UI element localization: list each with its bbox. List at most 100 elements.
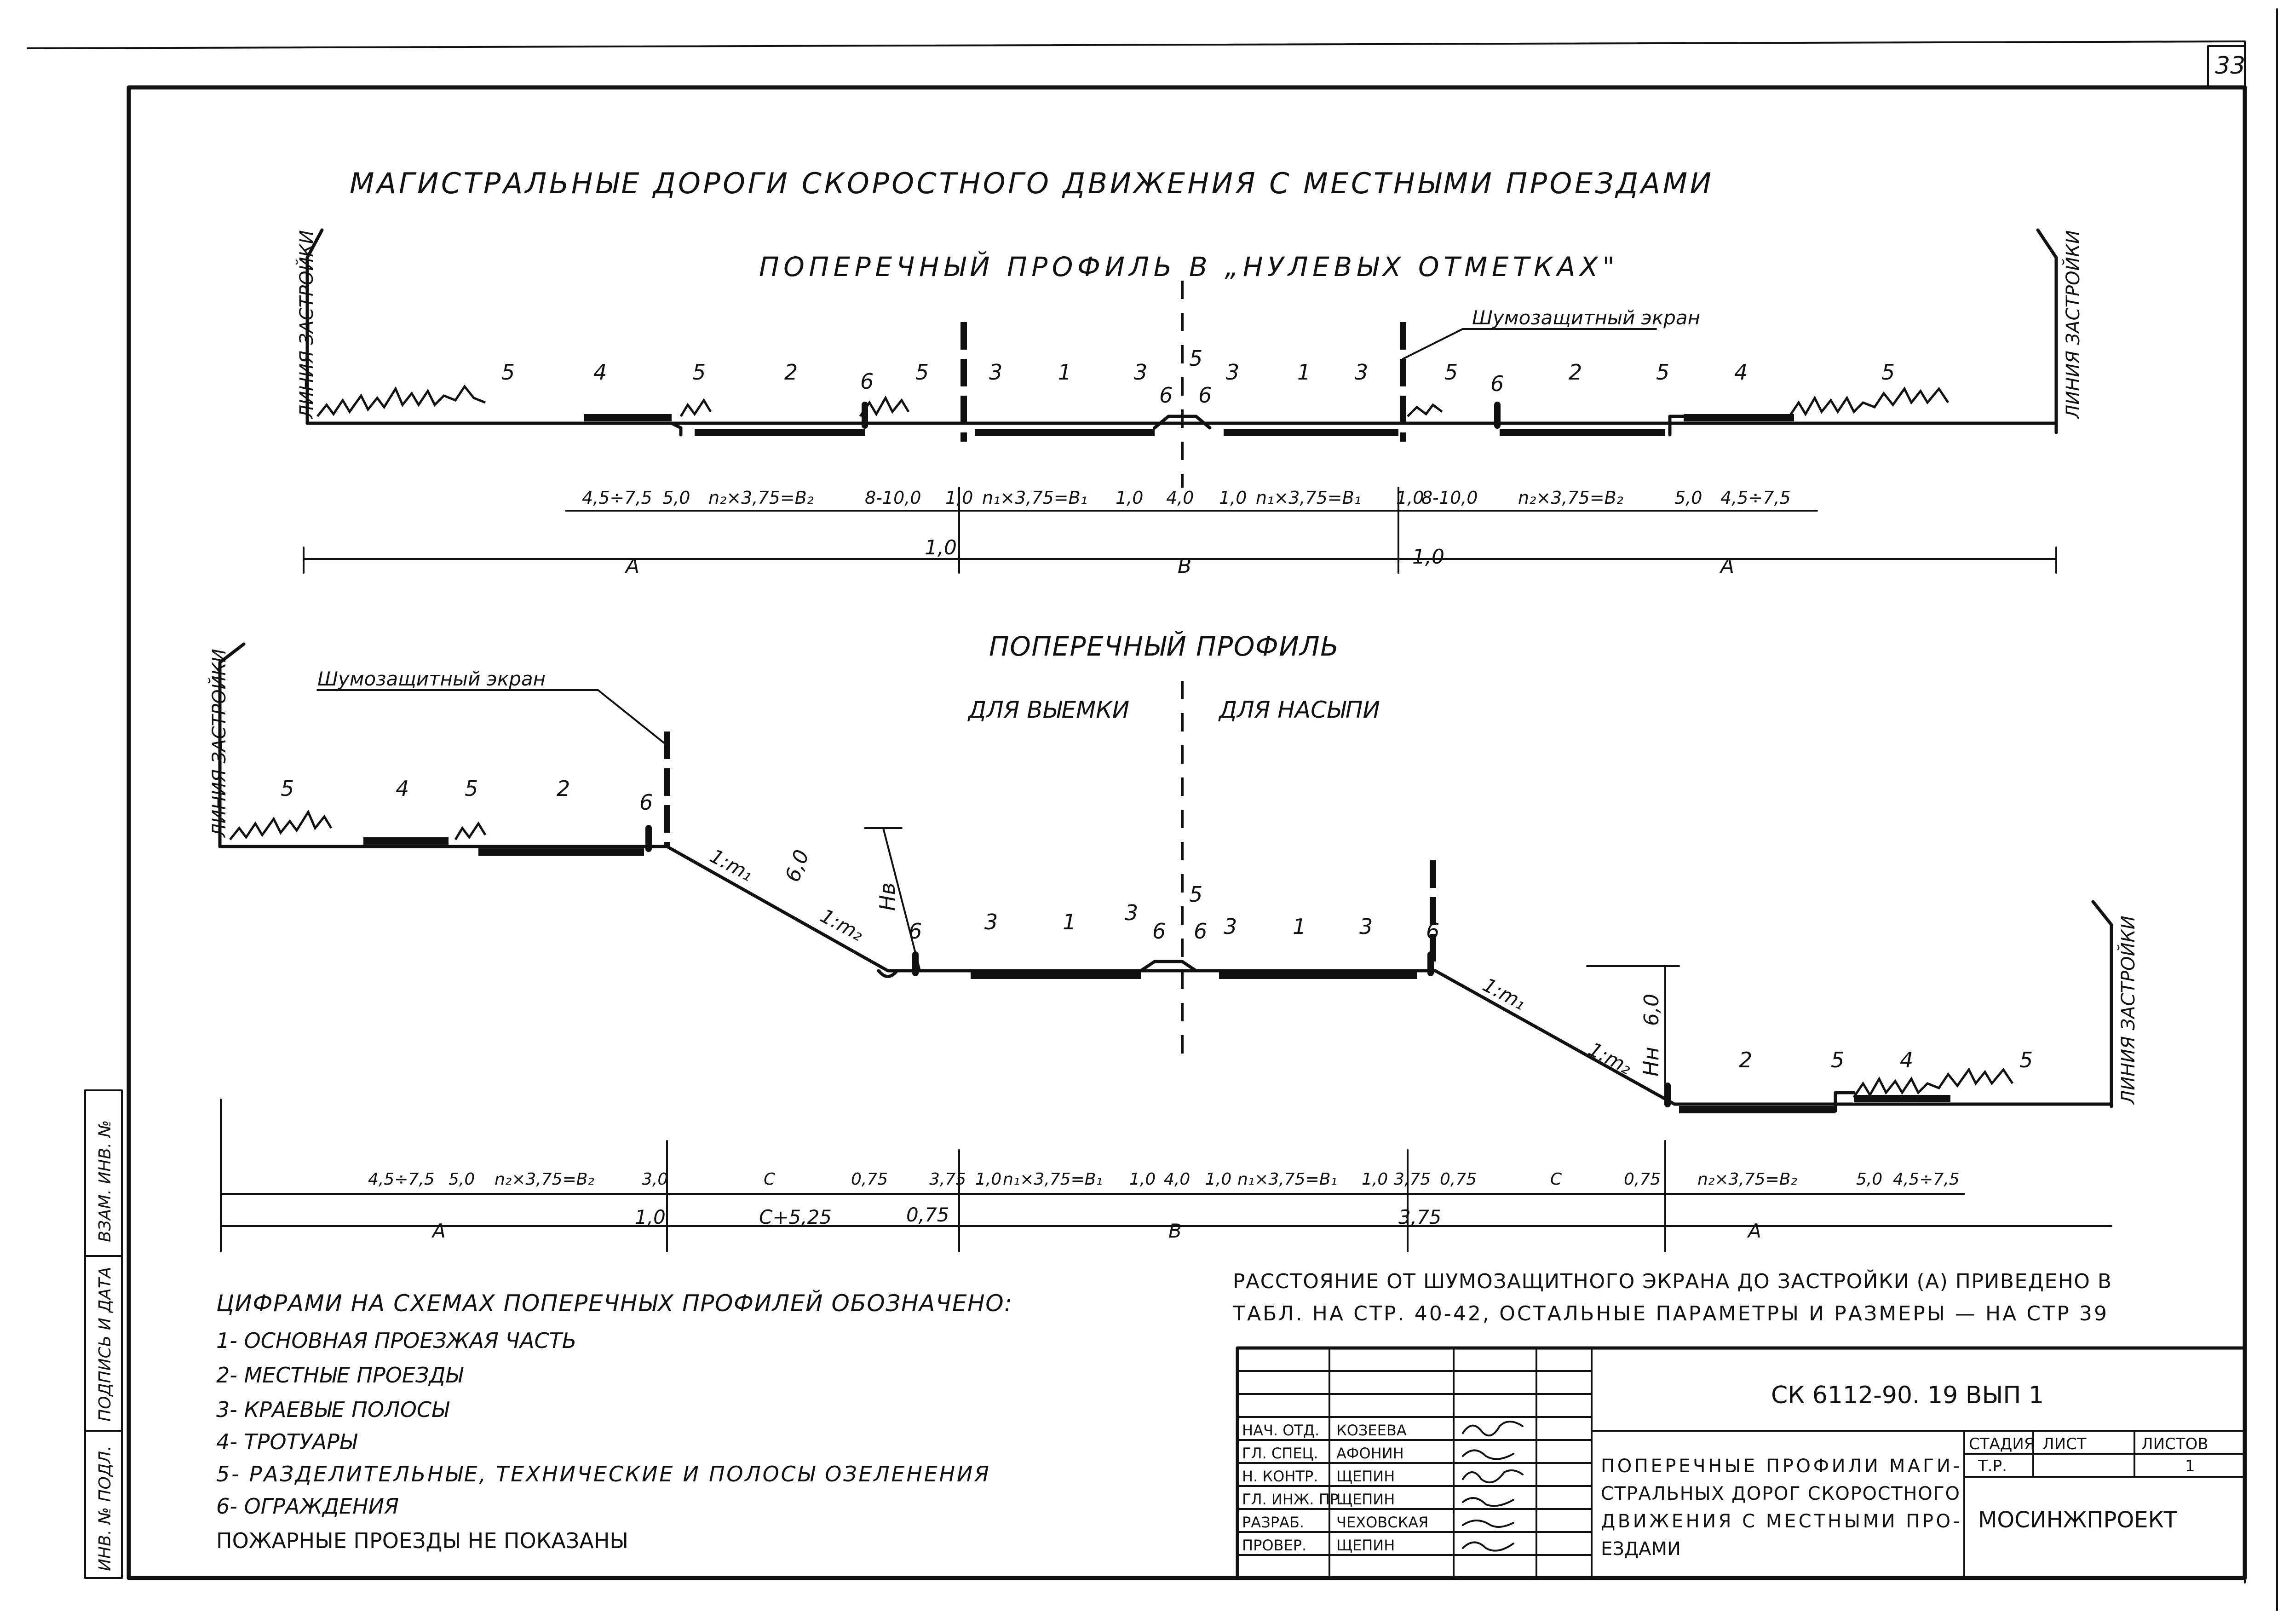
s2-slope-2: 1:m₂ [817,904,867,946]
svg-text:3,75: 3,75 [1394,1170,1431,1189]
title-block: НАЧ. ОТД. ГЛ. СПЕЦ. Н. КОНТР. ГЛ. ИНЖ. П… [1236,1346,2247,1580]
s2-slope-4: 1:m₂ [1585,1038,1635,1079]
svg-text:1,0: 1,0 [1219,488,1247,508]
svg-text:1,0: 1,0 [1129,1170,1156,1189]
legend-item-1: 1- ОСНОВНАЯ ПРОЕЗЖАЯ ЧАСТЬ [216,1328,576,1353]
title-block-description: ПОПЕРЕЧНЫЕ ПРОФИЛИ МАГИ- СТРАЛЬНЫХ ДОРОГ… [1601,1456,1960,1560]
svg-text:6: 6 [860,369,874,394]
svg-text:5: 5 [915,360,929,385]
legend-item-5: 5- РАЗДЕЛИТЕЛЬНЫЕ, ТЕХНИЧЕСКИЕ И ПОЛОСЫ … [216,1462,989,1486]
title-block-names: КОЗЕЕВА АФОНИН ЩЕПИН ЩЕПИН ЧЕХОВСКАЯ ЩЕП… [1336,1422,1428,1554]
svg-text:5: 5 [1831,1048,1844,1072]
svg-text:5: 5 [1444,360,1458,385]
svg-text:4: 4 [1900,1048,1913,1072]
svg-text:0,75: 0,75 [851,1170,888,1189]
svg-text:4,5÷7,5: 4,5÷7,5 [582,488,652,508]
title-block-sheet-header: ЛИСТ [2042,1435,2087,1453]
svg-text:6: 6 [1426,919,1439,944]
svg-text:C+5,25: C+5,25 [759,1206,832,1228]
section2-right-title: ДЛЯ НАСЫПИ [1218,697,1380,723]
svg-text:4,0: 4,0 [1164,1170,1190,1189]
svg-text:n₁×3,75=B₁: n₁×3,75=B₁ [1256,488,1361,508]
s2-screen-label: Шумозащитный экран [317,668,546,690]
svg-text:ПРОВЕР.: ПРОВЕР. [1242,1537,1306,1554]
svg-text:5,0: 5,0 [449,1170,475,1189]
svg-text:3: 3 [1224,914,1237,939]
svg-text:1,0: 1,0 [925,536,957,559]
svg-text:4,5÷7,5: 4,5÷7,5 [1893,1170,1960,1189]
svg-text:5: 5 [1656,360,1669,385]
title-block-code: СК 6112-90. 19 ВЫП 1 [1771,1382,2044,1409]
svg-text:3: 3 [1359,914,1373,939]
svg-text:5,0: 5,0 [1674,488,1702,508]
svg-text:A: A [1719,554,1734,578]
svg-text:1,0: 1,0 [1396,488,1424,508]
svg-text:РАЗРАБ.: РАЗРАБ. [1242,1514,1304,1531]
svg-text:4: 4 [1734,360,1748,385]
svg-text:1,0: 1,0 [635,1206,666,1228]
svg-text:1,0: 1,0 [1116,488,1143,508]
svg-text:ЩЕПИН: ЩЕПИН [1336,1468,1395,1485]
margin-label-signature: ПОДПИСЬ И ДАТА [96,1267,115,1422]
svg-text:8-10,0: 8-10,0 [865,488,921,508]
svg-text:5,0: 5,0 [1856,1170,1882,1189]
svg-text:2: 2 [557,776,570,801]
section1-profile: ЛИНИЯ ЗАСТРОЙКИ ЛИНИЯ ЗАСТРОЙКИ Шумозащи… [295,228,2084,578]
page-number: 33 [2215,52,2245,80]
svg-text:4: 4 [593,360,607,385]
s1-dims-row1: 4,5÷7,5 5,0 n₂×3,75=B₂ 8-10,0 1,0 n₁×3,7… [582,488,1791,508]
s1-left-boundary: ЛИНИЯ ЗАСТРОЙКИ [295,230,317,420]
svg-text:ЕЗДАМИ: ЕЗДАМИ [1601,1538,1681,1560]
right-note-line-2: ТАБЛ. НА СТР. 40-42, ОСТАЛЬНЫЕ ПАРАМЕТРЫ… [1232,1302,2107,1325]
svg-text:3: 3 [989,360,1002,385]
title-block-sheets-header: ЛИСТОВ [2141,1435,2208,1453]
legend-note: ПОЖАРНЫЕ ПРОЕЗДЫ НЕ ПОКАЗАНЫ [216,1528,628,1553]
s2-element-numbers: 5 4 5 2 6 6 3 1 3 6 5 6 3 1 3 6 2 5 4 5 [281,776,2033,1072]
svg-text:ГЛ. СПЕЦ.: ГЛ. СПЕЦ. [1242,1445,1318,1462]
svg-text:СТРАЛЬНЫХ ДОРОГ СКОРОСТНОГО: СТРАЛЬНЫХ ДОРОГ СКОРОСТНОГО [1601,1483,1960,1504]
s2-slope-1: 1:m₁ [706,845,757,886]
svg-text:1,0: 1,0 [975,1170,1001,1189]
svg-text:АФОНИН: АФОНИН [1336,1445,1404,1462]
svg-text:n₁×3,75=B₁: n₁×3,75=B₁ [982,488,1087,508]
svg-text:6: 6 [1198,383,1212,408]
section2-title: ПОПЕРЕЧНЫЙ ПРОФИЛЬ [989,630,1339,662]
svg-text:ДВИЖЕНИЯ С МЕСТНЫМИ ПРО-: ДВИЖЕНИЯ С МЕСТНЫМИ ПРО- [1601,1511,1960,1532]
svg-text:3,0: 3,0 [642,1170,668,1189]
svg-text:6: 6 [1490,371,1504,396]
margin-label-inv-podl: ИНВ. № ПОДЛ. [96,1445,115,1571]
section2-profile: ЛИНИЯ ЗАСТРОЙКИ ЛИНИЯ ЗАСТРОЙКИ Шумозащи… [208,642,2139,1252]
svg-text:n₁×3,75=B₁: n₁×3,75=B₁ [1003,1170,1103,1189]
svg-text:1: 1 [1063,910,1076,934]
s2-right-boundary: ЛИНИЯ ЗАСТРОЙКИ [2117,916,2139,1105]
svg-text:A: A [431,1220,446,1242]
svg-text:A: A [1747,1220,1761,1242]
svg-text:2: 2 [1569,360,1582,385]
svg-text:3: 3 [1226,360,1239,385]
section1-title: ПОПЕРЕЧНЫЙ ПРОФИЛЬ В „НУЛЕВЫХ ОТМЕТКАХ" [759,251,1615,282]
svg-text:ПОПЕРЕЧНЫЕ ПРОФИЛИ МАГИ-: ПОПЕРЕЧНЫЕ ПРОФИЛИ МАГИ- [1601,1456,1960,1477]
left-margin-stamp: ИНВ. № ПОДЛ. ПОДПИСЬ И ДАТА ВЗАМ. ИНВ. № [84,1089,123,1579]
svg-text:n₂×3,75=B₂: n₂×3,75=B₂ [495,1170,594,1189]
svg-text:8-10,0: 8-10,0 [1421,488,1478,508]
svg-text:2: 2 [1739,1048,1752,1072]
margin-label-vzam: ВЗАМ. ИНВ. № [96,1120,115,1242]
main-title: МАГИСТРАЛЬНЫЕ ДОРОГИ СКОРОСТНОГО ДВИЖЕНИ… [350,167,1711,200]
svg-text:A: A [624,554,639,578]
svg-text:0,75: 0,75 [1624,1170,1661,1189]
svg-text:КОЗЕЕВА: КОЗЕЕВА [1336,1422,1407,1439]
svg-text:n₂×3,75=B₂: n₂×3,75=B₂ [708,488,814,508]
svg-text:3: 3 [1134,360,1147,385]
svg-text:5: 5 [281,776,294,801]
svg-text:6: 6 [1194,919,1207,944]
svg-text:4: 4 [396,776,409,801]
svg-text:4,5÷7,5: 4,5÷7,5 [1720,488,1791,508]
svg-text:3: 3 [984,910,998,934]
s2-dims-row2: A 1,0 C+5,25 0,75 B 3,75 A [431,1204,1761,1242]
svg-text:5: 5 [1189,882,1202,907]
legend: ЦИФРАМИ НА СХЕМАХ ПОПЕРЕЧНЫХ ПРОФИЛЕЙ ОБ… [216,1290,1012,1553]
svg-text:3: 3 [1355,360,1368,385]
title-block-roles: НАЧ. ОТД. ГЛ. СПЕЦ. Н. КОНТР. ГЛ. ИНЖ. П… [1242,1422,1343,1554]
svg-text:C: C [764,1170,776,1189]
svg-text:ЧЕХОВСКАЯ: ЧЕХОВСКАЯ [1336,1514,1428,1531]
